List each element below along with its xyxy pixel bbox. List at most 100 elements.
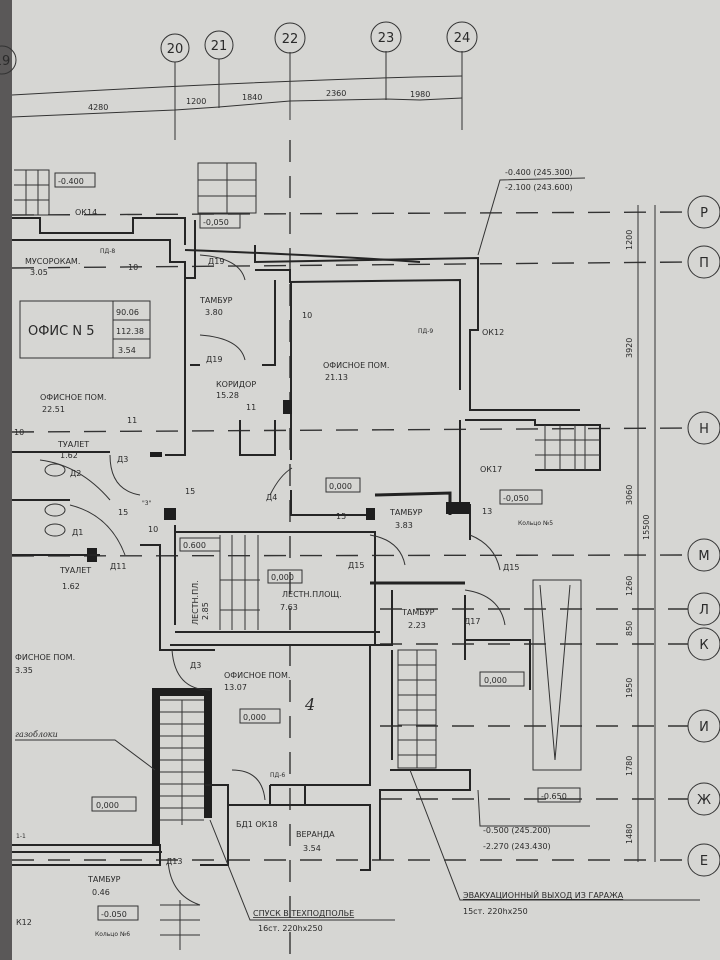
door-mark: Д15 [348, 561, 364, 570]
room-name: ТАМБУР [389, 508, 423, 517]
axis-label: Е [700, 854, 708, 869]
axis-label: 23 [378, 31, 395, 46]
notes: газоблоки 4 СПУСК В ТЕХПОДПОЛЬЕ 16ст. 22… [15, 695, 624, 933]
door-mark: Д2 [70, 469, 81, 478]
level-mark: -0.650 [541, 792, 567, 801]
ring-note: Кольцо №6 [95, 931, 130, 938]
room-name: ЛЕСТН.ПЛОЩ. [282, 590, 342, 599]
room-area: 3.35 [15, 666, 33, 675]
door-mark: Д17 [464, 617, 480, 626]
level-mark: 0.600 [183, 541, 206, 550]
room-name: ТАМБУР [199, 296, 233, 305]
room-area: 3.80 [205, 308, 223, 317]
room-name: МУСОРОКАМ. [25, 257, 80, 266]
axis-22-circle [274, 22, 306, 54]
wall-mark: 13 [482, 507, 492, 516]
level-mark: 0,000 [329, 482, 352, 491]
room-area: 3.54 [303, 844, 321, 853]
descent-title: СПУСК В ТЕХПОДПОЛЬЕ [253, 909, 354, 918]
room-name: ТУАЛЕТ [59, 566, 91, 575]
dimension-label: 3060 [625, 485, 634, 505]
door-mark: ПД-8 [100, 248, 115, 255]
dimension-label: 1260 [625, 576, 634, 596]
room-area: 0.46 [92, 888, 110, 897]
level-mark: -2.100 (243.600) [505, 183, 573, 192]
level-mark: 0,000 [96, 801, 119, 810]
door-mark: ПД-9 [418, 328, 433, 335]
level-mark: -0.500 (245.200) [483, 826, 551, 835]
room-area: 1.62 [62, 582, 80, 591]
level-mark: -0.050 [101, 910, 127, 919]
dimension-label: 2360 [326, 89, 346, 98]
window-mark: ОК12 [482, 328, 504, 337]
office-value: 3.54 [118, 346, 136, 355]
dimension-label: 1780 [625, 756, 634, 776]
level-mark: 0,000 [271, 573, 294, 582]
dimension-label: 3920 [625, 338, 634, 358]
room-area: 13.07 [224, 683, 247, 692]
level-marks: -0.400 -0,050 -0.400 (245.300) -2.100 (2… [58, 168, 573, 919]
office-value: 90.06 [116, 308, 139, 317]
door-mark: Д19 [206, 355, 222, 364]
axis-label: К [699, 638, 708, 653]
room-name: ТУАЛЕТ [57, 440, 89, 449]
window-mark: ОК14 [75, 208, 97, 217]
room-name: ЛЕСТН.ПЛ. [191, 580, 200, 625]
room-area: 3.05 [30, 268, 48, 277]
axis-label: 19 [0, 54, 10, 69]
wall-mark: 10 [128, 263, 138, 272]
evac-title: ЭВАКУАЦИОННЫЙ ВЫХОД ИЗ ГАРАЖА [463, 889, 624, 900]
room-name: ТАМБУР [87, 875, 121, 884]
axis-label: Ж [697, 793, 711, 808]
office-value: 112.38 [116, 327, 144, 336]
door-mark: Д4 [266, 493, 277, 502]
door-mark: ПД-6 [270, 772, 285, 779]
room-area: 2.85 [201, 602, 210, 620]
wall-mark: 10 [14, 428, 24, 437]
door-mark: БД1 ОК18 [236, 820, 278, 829]
dimension-label: 1480 [625, 824, 634, 844]
door-mark: Д3 [117, 455, 128, 464]
wall-mark: 10 [302, 311, 312, 320]
wall-mark: 10 [148, 525, 158, 534]
axis-label: Л [699, 603, 709, 618]
handwritten-room-number: 4 [304, 695, 315, 714]
room-name: ОФИСНОЕ ПОМ. [323, 361, 389, 370]
axis-20-circle [160, 33, 190, 63]
dimension-label: 850 [625, 621, 634, 636]
dimension-label: 4280 [88, 103, 108, 112]
room-name: ОФИСНОЕ ПОМ. [40, 393, 106, 402]
dimension-total: 15500 [642, 515, 651, 540]
axis-label: 22 [282, 32, 299, 47]
room-area: 21.13 [325, 373, 348, 382]
descent-spec: 16ст. 220hx250 [258, 924, 323, 933]
dimension-label: 1980 [410, 90, 430, 99]
room-area: 1.62 [60, 451, 78, 460]
top-dimension-chain: 19 20 21 22 23 24 4280 1200 1840 2360 19… [0, 21, 478, 140]
level-mark: -0,050 [503, 494, 529, 503]
axis-23-circle [370, 21, 402, 53]
room-labels: МУСОРОКАМ. 3.05 ОФИС N 5 90.06 112.38 3.… [15, 257, 435, 897]
room-name: КОРИДОР [216, 380, 256, 389]
window-mark: 1-1 [16, 833, 26, 840]
axis-21-circle [204, 30, 234, 60]
door-mark: Д11 [110, 562, 126, 571]
level-mark: 0,000 [243, 713, 266, 722]
window-mark: К12 [16, 918, 32, 927]
room-name: ФИСНОЕ ПОМ. [15, 653, 75, 662]
wall-mark: 15 [118, 508, 128, 517]
evac-spec: 15ст. 220hx250 [463, 907, 528, 916]
handwritten-note: газоблоки [15, 730, 58, 739]
room-area: 7.63 [280, 603, 298, 612]
axis-label: 24 [454, 31, 471, 46]
axis-label: 20 [167, 42, 184, 57]
axis-label: 21 [211, 39, 228, 54]
room-area: 3.83 [395, 521, 413, 530]
axis-label: Н [699, 422, 709, 437]
right-axes: Р П Н М Л К И Ж Е 1200 3920 3060 1260 85… [11, 140, 720, 960]
room-name: ТАМБУР [401, 608, 435, 617]
ring-note: Кольцо №5 [518, 520, 553, 527]
office-number: ОФИС N 5 [28, 324, 95, 339]
door-mark: Д19 [208, 257, 224, 266]
